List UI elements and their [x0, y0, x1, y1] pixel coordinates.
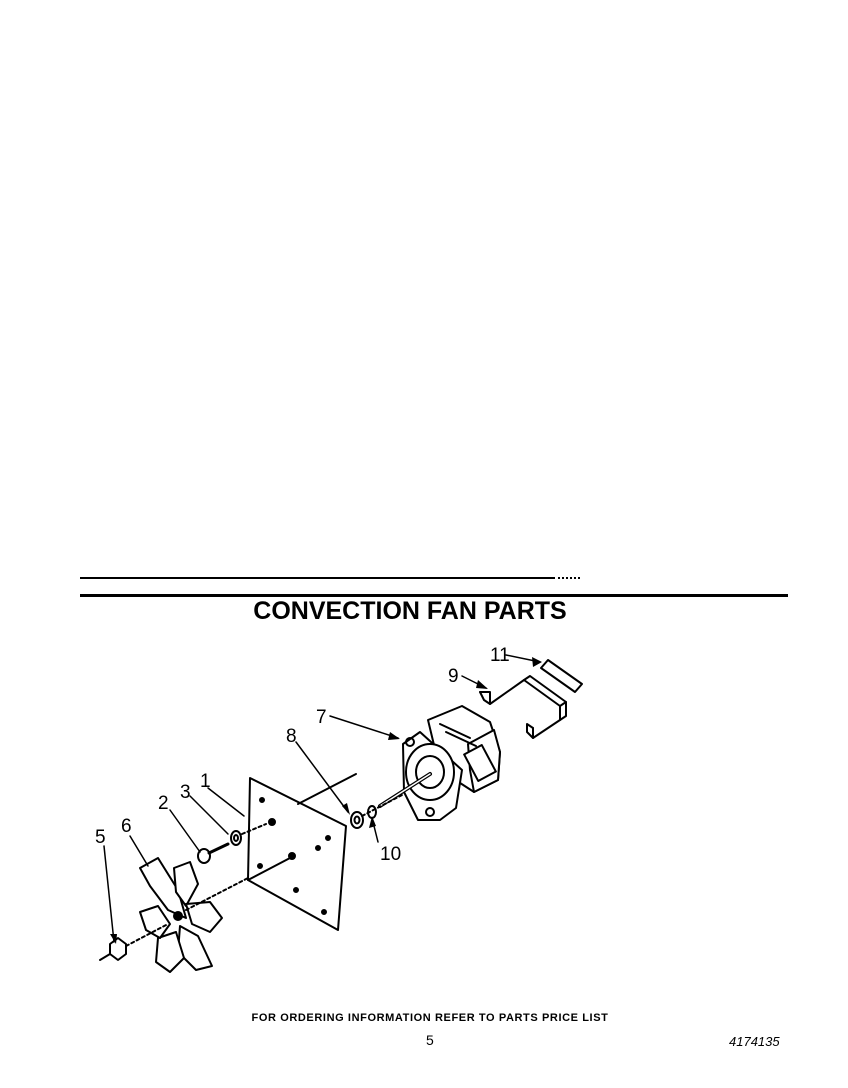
ordering-info-note: FOR ORDERING INFORMATION REFER TO PARTS …	[251, 1012, 609, 1024]
part-5-nut	[99, 923, 169, 961]
top-rule	[80, 577, 555, 579]
part-6-fan-blade	[139, 857, 249, 973]
callout-5: 5	[95, 827, 106, 848]
part-2-screw	[197, 842, 230, 864]
callout-6: 6	[121, 816, 132, 837]
callout-2: 2	[158, 793, 169, 814]
callout-labels: 1 2 3 5 6 7 8 9 10 11	[95, 645, 510, 865]
callout-10: 10	[380, 844, 401, 865]
leader-arrowheads	[110, 657, 542, 944]
top-rule-dots	[558, 577, 580, 581]
part-11-plate	[540, 659, 583, 693]
header-rule	[80, 594, 788, 597]
leader-lines	[103, 654, 541, 943]
part-9-bracket	[479, 675, 567, 739]
part-8-washer	[350, 811, 364, 829]
part-3-grommet	[230, 823, 267, 846]
callout-3: 3	[180, 782, 191, 803]
callout-9: 9	[448, 666, 459, 687]
callout-8: 8	[286, 726, 297, 747]
document-number: 4174135	[729, 1034, 780, 1049]
assembly-axis-line	[361, 794, 403, 817]
callout-11: 11	[490, 645, 510, 666]
page-title: CONVECTION FAN PARTS	[253, 597, 567, 625]
part-1-mounting-plate	[247, 773, 357, 931]
callout-1: 1	[200, 771, 211, 792]
callout-7: 7	[316, 707, 327, 728]
page-number: 5	[426, 1032, 434, 1048]
part-7-motor	[378, 705, 501, 821]
